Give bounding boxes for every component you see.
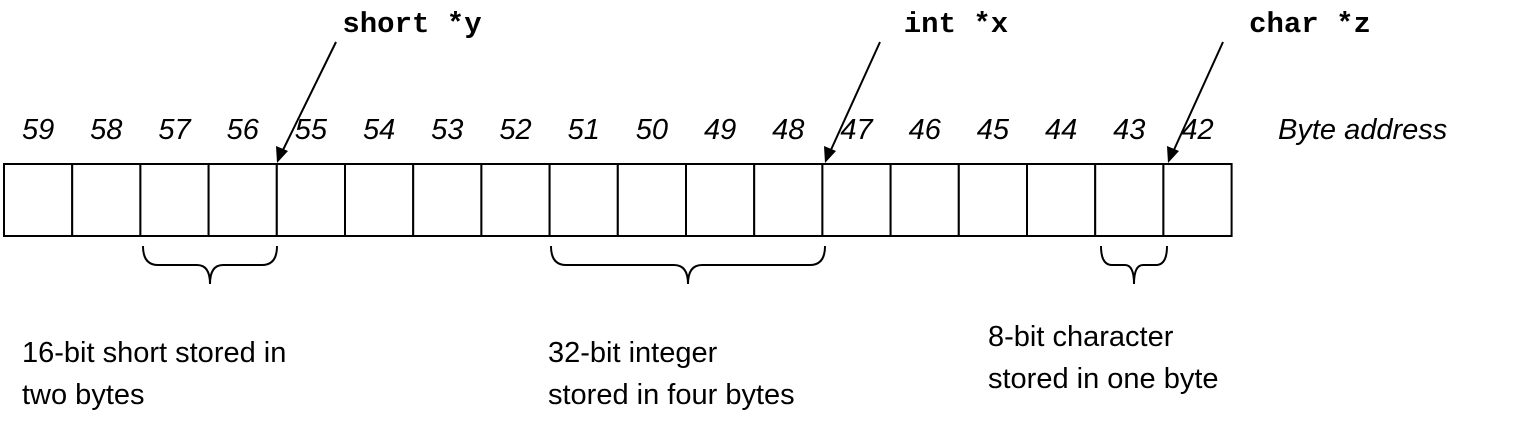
byte-address-value: 57	[158, 114, 192, 146]
memory-cell	[548, 163, 619, 237]
byte-address-value: 58	[90, 114, 122, 146]
byte-address-label: Byte address	[1278, 114, 1447, 146]
memory-cell	[685, 163, 756, 237]
byte-address-value: 55	[295, 114, 328, 146]
byte-address-value: 47	[840, 114, 874, 146]
memory-cell	[3, 163, 74, 237]
pointer-arrow-short	[276, 41, 337, 163]
memory-cell	[275, 163, 346, 237]
memory-cell-row	[3, 163, 1233, 237]
caption-char-line-1: 8-bit character	[988, 321, 1174, 353]
caption-char-line-2: stored in one byte	[988, 363, 1219, 395]
memory-cell	[1162, 163, 1233, 237]
byte-address-row: 59 58 57 56 55 54 53 52 51 50 49 48 47 46 45 44 43 42	[22, 114, 1214, 146]
pointer-label-short: short *y	[342, 8, 481, 41]
memory-cell	[207, 163, 278, 237]
byte-address-value: 48	[772, 114, 804, 146]
brace-char	[1100, 245, 1168, 285]
memory-cell	[821, 163, 892, 237]
memory-cell	[1094, 163, 1165, 237]
memory-cell	[889, 163, 960, 237]
pointer-label-char: char *z	[1249, 8, 1371, 41]
byte-address-value: 46	[909, 114, 942, 146]
byte-address-value: 45	[977, 114, 1010, 146]
memory-cell	[753, 163, 824, 237]
memory-cell	[139, 163, 210, 237]
memory-cell	[480, 163, 551, 237]
byte-address-value: 59	[22, 114, 54, 146]
memory-cell	[71, 163, 142, 237]
byte-address-value: 54	[363, 114, 395, 146]
pointer-arrow-int	[824, 41, 881, 163]
memory-cell	[412, 163, 483, 237]
caption-int-line-2: stored in four bytes	[548, 379, 795, 411]
memory-cell	[1026, 163, 1097, 237]
byte-address-value: 42	[1181, 114, 1213, 146]
byte-address-value: 49	[704, 114, 736, 146]
brace-short	[142, 245, 278, 285]
brace-int	[550, 245, 826, 285]
byte-address-value: 53	[431, 114, 463, 146]
byte-address-value: 51	[568, 114, 600, 146]
caption-short-line-2: two bytes	[22, 379, 145, 411]
pointer-arrow-char	[1167, 41, 1224, 163]
byte-address-value: 43	[1113, 114, 1145, 146]
byte-address-value: 44	[1045, 114, 1077, 146]
byte-address-value: 52	[499, 114, 531, 146]
memory-cell	[957, 163, 1028, 237]
pointer-label-int: int *x	[904, 8, 1008, 41]
byte-address-value: 56	[227, 114, 260, 146]
byte-address-value: 50	[636, 114, 668, 146]
caption-int-line-1: 32-bit integer	[548, 337, 718, 369]
memory-cell	[344, 163, 415, 237]
memory-cell	[616, 163, 687, 237]
caption-short-line-1: 16-bit short stored in	[22, 337, 286, 369]
